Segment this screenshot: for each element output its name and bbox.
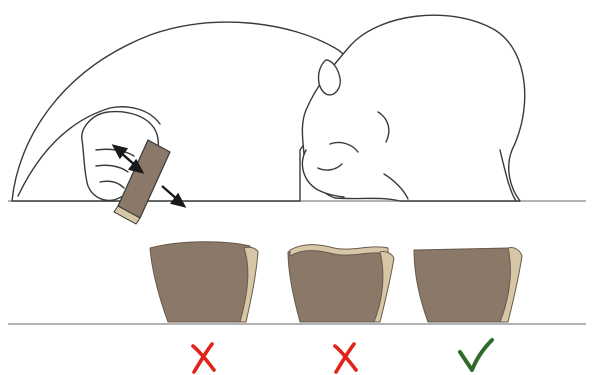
stone-sample-convex	[150, 242, 258, 322]
check-mark-icon	[460, 340, 492, 370]
cross-mark-icon	[335, 344, 356, 372]
person-back	[12, 22, 349, 201]
person-head	[302, 15, 524, 201]
stone-sample-flat	[414, 247, 522, 322]
cross-mark-icon	[193, 344, 214, 372]
stone-sample-concave	[288, 245, 394, 323]
person-figure	[12, 15, 525, 201]
